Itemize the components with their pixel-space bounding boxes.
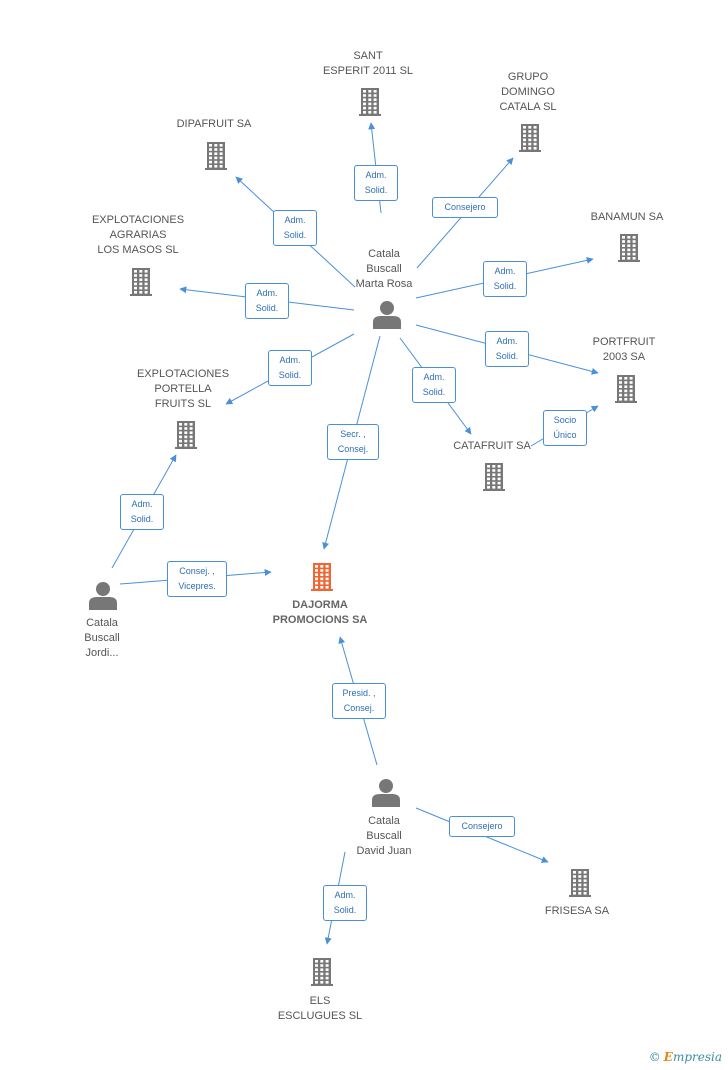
relation-label-marta-to-explo_port[interactable]: Adm. Solid. xyxy=(268,349,312,386)
relation-label-david-to-els[interactable]: Adm. Solid. xyxy=(323,884,367,921)
relation-label-catafruit-to-portfruit[interactable]: Socio Único xyxy=(543,409,587,446)
person-icon-david[interactable] xyxy=(372,779,400,807)
node-label-explo_port[interactable]: EXPLOTACIONES PORTELLA FRUITS SL xyxy=(136,368,230,410)
building-icon-catafruit[interactable] xyxy=(483,463,505,491)
node-label-catafruit[interactable]: CATAFRUIT SA xyxy=(453,440,531,452)
building-icon-explo_agr[interactable] xyxy=(130,268,152,296)
node-label-els[interactable]: ELS ESCLUGUES SL xyxy=(277,995,363,1022)
node-label-sant[interactable]: SANT ESPERIT 2011 SL xyxy=(322,50,414,77)
relation-label-david-to-dajorma[interactable]: Presid. , Consej. xyxy=(332,682,386,719)
relation-label-david-to-frisesa[interactable]: Consejero xyxy=(449,816,515,837)
node-label-dipafruit[interactable]: DIPAFRUIT SA xyxy=(176,118,252,130)
node-label-frisesa[interactable]: FRISESA SA xyxy=(544,905,610,917)
building-icon-explo_port[interactable] xyxy=(175,421,197,449)
node-label-grupo[interactable]: GRUPO DOMINGO CATALA SL xyxy=(499,71,557,113)
empresia-brand[interactable]: ©Empresia xyxy=(648,1050,722,1064)
building-icon-dajorma[interactable] xyxy=(311,563,333,591)
person-icon-marta[interactable] xyxy=(373,301,401,329)
building-icon-portfruit[interactable] xyxy=(615,375,637,403)
relation-label-marta-to-dajorma[interactable]: Secr. , Consej. xyxy=(327,423,379,460)
relation-label-jordi-to-explo_port[interactable]: Adm. Solid. xyxy=(120,493,164,530)
building-icon-dipafruit[interactable] xyxy=(205,142,227,170)
relation-label-marta-to-grupo[interactable]: Consejero xyxy=(432,197,498,218)
building-icon-frisesa[interactable] xyxy=(569,869,591,897)
relation-label-marta-to-explo_agr[interactable]: Adm. Solid. xyxy=(245,282,289,319)
building-icon-sant[interactable] xyxy=(359,88,381,116)
building-icon-grupo[interactable] xyxy=(519,124,541,152)
building-icon-banamun[interactable] xyxy=(618,234,640,262)
relation-label-marta-to-catafruit[interactable]: Adm. Solid. xyxy=(412,366,456,403)
node-label-marta[interactable]: Catala Buscall Marta Rosa xyxy=(355,248,413,290)
copyright-icon: © xyxy=(648,1050,661,1064)
relation-label-marta-to-dipafruit[interactable]: Adm. Solid. xyxy=(273,209,317,246)
node-label-portfruit[interactable]: PORTFRUIT 2003 SA xyxy=(592,336,656,363)
relation-label-marta-to-sant[interactable]: Adm. Solid. xyxy=(354,164,398,201)
relation-label-jordi-to-dajorma[interactable]: Consej. , Vicepres. xyxy=(167,560,227,597)
person-icon-jordi[interactable] xyxy=(89,582,117,610)
node-label-banamun[interactable]: BANAMUN SA xyxy=(590,211,664,223)
node-label-dajorma[interactable]: DAJORMA PROMOCIONS SA xyxy=(272,599,368,626)
relation-label-marta-to-banamun[interactable]: Adm. Solid. xyxy=(483,260,527,297)
node-label-jordi[interactable]: Catala Buscall Jordi... xyxy=(84,617,120,659)
node-label-david[interactable]: Catala Buscall David Juan xyxy=(356,815,412,857)
relation-label-marta-to-portfruit[interactable]: Adm. Solid. xyxy=(485,330,529,367)
node-label-explo_agr[interactable]: EXPLOTACIONES AGRARIAS LOS MASOS SL xyxy=(91,214,185,256)
building-icon-els[interactable] xyxy=(311,958,333,986)
